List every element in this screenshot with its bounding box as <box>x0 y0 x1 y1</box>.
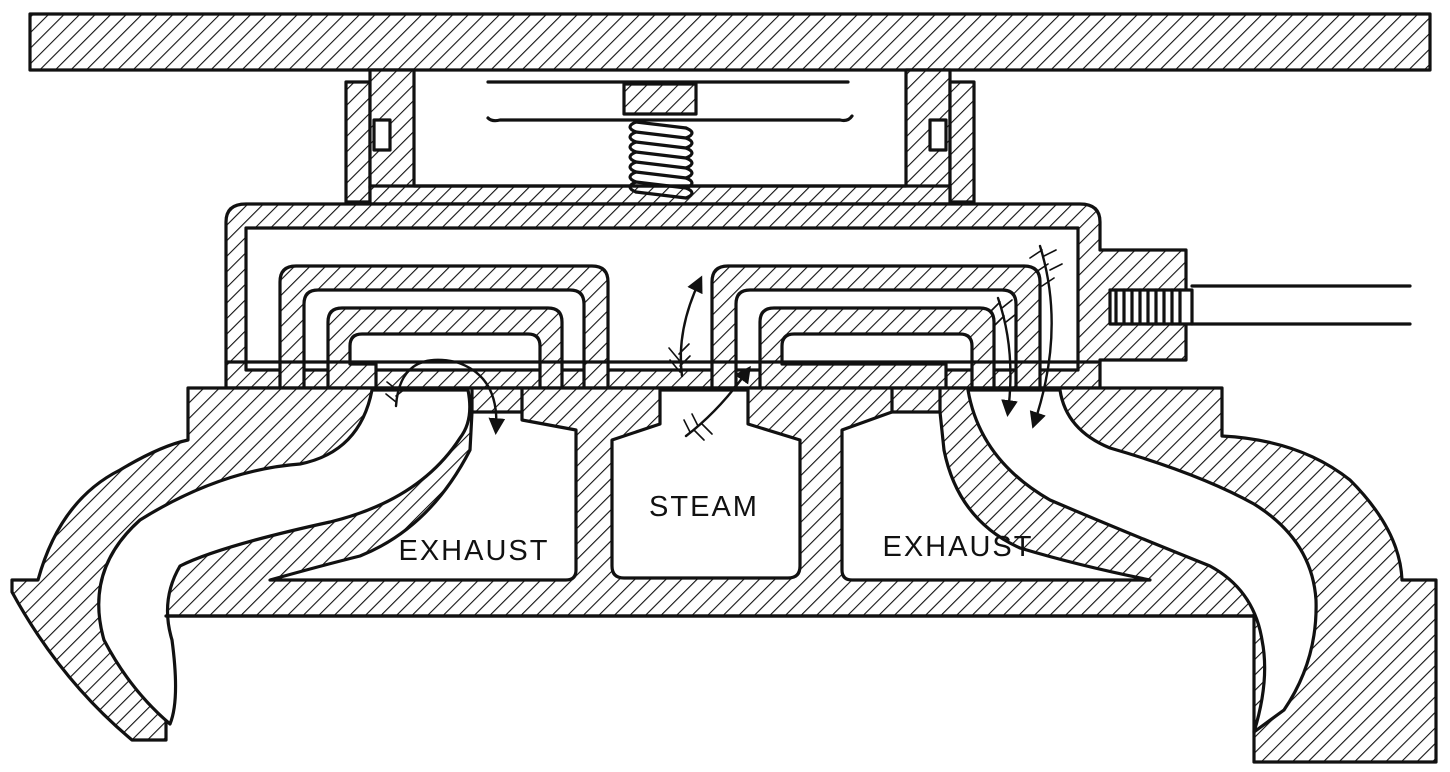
right-exhaust-chamber <box>840 410 1152 582</box>
steam-chamber <box>610 388 802 580</box>
left-exhaust-port <box>97 388 472 726</box>
exhaust-label-right: EXHAUST <box>883 531 1034 563</box>
right-exhaust-port <box>966 388 1318 734</box>
exhaust-flow-arrow-right-1 <box>989 296 1018 417</box>
exhaust-flow-arrow-left <box>385 358 506 436</box>
spring-icon <box>628 120 694 200</box>
exhaust-label-left: EXHAUST <box>399 535 550 567</box>
steam-flow-arrow-inlet <box>683 365 751 441</box>
balance-guide-housing <box>344 68 976 206</box>
right-valve <box>710 264 1042 390</box>
steam-label: STEAM <box>649 491 759 523</box>
top-cover-plate <box>28 12 1432 72</box>
exhaust-flow-arrow-right-2 <box>1029 244 1063 429</box>
adjusting-screw <box>1108 284 1412 326</box>
balance-piston <box>486 80 854 123</box>
left-exhaust-chamber <box>268 410 578 582</box>
steam-flow-arrow-up <box>668 275 703 378</box>
